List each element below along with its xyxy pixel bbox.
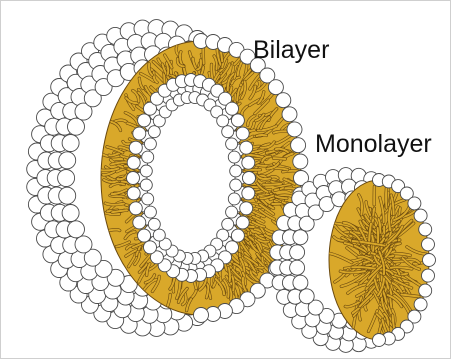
lipid-head-circle — [142, 193, 154, 205]
lipid-head-circle — [291, 138, 306, 153]
lipid-head-circle — [287, 122, 302, 137]
lipid-head-circle — [242, 156, 255, 169]
liposome-bilayer-vesicle — [27, 20, 309, 337]
lipid-head-circle — [240, 141, 253, 154]
lipid-head-circle — [148, 218, 160, 230]
lipid-tail — [263, 184, 281, 185]
lipid-head-circle — [153, 229, 165, 241]
lipid-head-circle — [419, 223, 432, 236]
lipid-head-circle — [140, 165, 152, 177]
micelle-monolayer — [270, 168, 436, 353]
lipid-head-circle — [408, 197, 421, 210]
lipid-head-circle — [217, 115, 229, 127]
lipid-head-circle — [423, 254, 436, 267]
lipid-tail — [110, 230, 120, 231]
lipid-head-circle — [58, 170, 75, 187]
lipid-tail — [283, 171, 298, 172]
lipid-head-circle — [127, 156, 140, 169]
lipid-head-circle — [68, 118, 85, 135]
lipid-head-circle — [230, 165, 242, 177]
lipid-head-circle — [290, 260, 305, 275]
lipid-head-circle — [148, 126, 160, 138]
lipid-head-circle — [129, 202, 142, 215]
lipid-head-circle — [422, 269, 435, 282]
lipid-head-circle — [236, 216, 249, 229]
lipid-head-circle — [138, 229, 151, 242]
lipid-tail — [378, 228, 379, 245]
lipid-head-circle — [144, 206, 156, 218]
lipid-head-circle — [282, 107, 297, 122]
lipid-head-circle — [226, 206, 238, 218]
lipid-head-circle — [240, 202, 253, 215]
lipid-head-circle — [75, 236, 92, 253]
lipid-head-circle — [144, 241, 157, 254]
lipid-head-circle — [228, 193, 240, 205]
bilayer-label: Bilayer — [253, 38, 329, 63]
lipid-head-circle — [133, 216, 146, 229]
lipid-head-circle — [419, 284, 432, 297]
monolayer-label: Monolayer — [315, 132, 432, 157]
lipid-head-circle — [293, 275, 308, 290]
lipid-tail — [285, 188, 295, 189]
lipid-head-circle — [138, 114, 151, 127]
lipid-head-circle — [276, 93, 291, 108]
lipid-head-circle — [293, 230, 308, 245]
lipid-head-circle — [243, 172, 256, 185]
lipid-head-circle — [236, 127, 249, 140]
lipid-head-circle — [142, 151, 154, 163]
lipid-head-circle — [59, 152, 76, 169]
lipid-head-circle — [226, 102, 239, 115]
lipid-head-circle — [228, 151, 240, 163]
lipid-head-circle — [422, 238, 435, 251]
lipid-head-circle — [222, 126, 234, 138]
lipid-head-circle — [129, 141, 142, 154]
lipid-head-circle — [127, 172, 140, 185]
lipid-head-circle — [144, 138, 156, 150]
lipid-head-circle — [133, 127, 146, 140]
lipid-head-circle — [293, 154, 308, 169]
lipid-head-circle — [59, 187, 76, 204]
lipid-head-circle — [127, 187, 140, 200]
lipid-head-circle — [68, 221, 85, 238]
lipid-head-circle — [222, 218, 234, 230]
lipid-head-circle — [242, 187, 255, 200]
lipid-head-circle — [62, 205, 79, 222]
lipid-tail — [257, 135, 267, 136]
lipid-head-circle — [226, 138, 238, 150]
lipid-head-circle — [230, 179, 242, 191]
lipid-head-circle — [62, 135, 79, 152]
lipid-head-circle — [414, 209, 427, 222]
lipid-head-circle — [140, 179, 152, 191]
lipid-head-circle — [231, 229, 244, 242]
lipid-head-circle — [373, 334, 386, 347]
lipid-head-circle — [290, 245, 305, 260]
lipid-head-circle — [299, 289, 314, 304]
lipid-tail — [274, 158, 286, 159]
lipid-head-circle — [414, 298, 427, 311]
lipid-head-circle — [231, 114, 244, 127]
lipid-head-circle — [194, 308, 209, 323]
lipid-head-circle — [268, 80, 283, 95]
